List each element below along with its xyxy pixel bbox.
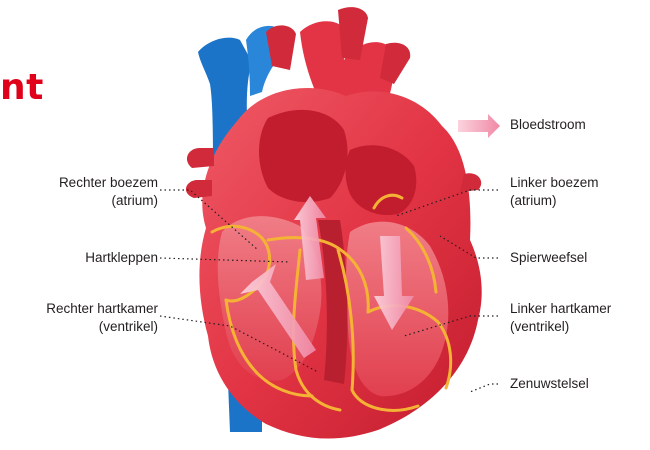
label-hartkleppen: Hartkleppen xyxy=(85,249,158,267)
label-zenuwstelsel: Zenuwstelsel xyxy=(510,375,589,393)
label-rechter-boezem-line1: Rechter boezem xyxy=(59,174,158,192)
label-linker-hartkamer: Linker hartkamer (ventrikel) xyxy=(510,300,611,336)
label-bloedstroom: Bloedstroom xyxy=(510,116,586,134)
label-linker-boezem: Linker boezem (atrium) xyxy=(510,174,599,210)
label-spierweefsel-line1: Spierweefsel xyxy=(510,249,587,267)
label-linker-boezem-line2: (atrium) xyxy=(510,192,599,210)
label-rechter-hartkamer: Rechter hartkamer (ventrikel) xyxy=(46,300,158,336)
label-hartkleppen-line1: Hartkleppen xyxy=(85,249,158,267)
label-linker-hartkamer-line1: Linker hartkamer xyxy=(510,300,611,318)
label-bloedstroom-line1: Bloedstroom xyxy=(510,116,586,134)
label-linker-hartkamer-line2: (ventrikel) xyxy=(510,318,611,336)
label-linker-boezem-line1: Linker boezem xyxy=(510,174,599,192)
label-zenuwstelsel-line1: Zenuwstelsel xyxy=(510,375,589,393)
label-rechter-boezem-line2: (atrium) xyxy=(59,192,158,210)
label-rechter-hartkamer-line2: (ventrikel) xyxy=(46,318,158,336)
label-spierweefsel: Spierweefsel xyxy=(510,249,587,267)
label-rechter-boezem: Rechter boezem (atrium) xyxy=(59,174,158,210)
label-rechter-hartkamer-line1: Rechter hartkamer xyxy=(46,300,158,318)
bloodflow-legend-arrow xyxy=(458,114,500,138)
